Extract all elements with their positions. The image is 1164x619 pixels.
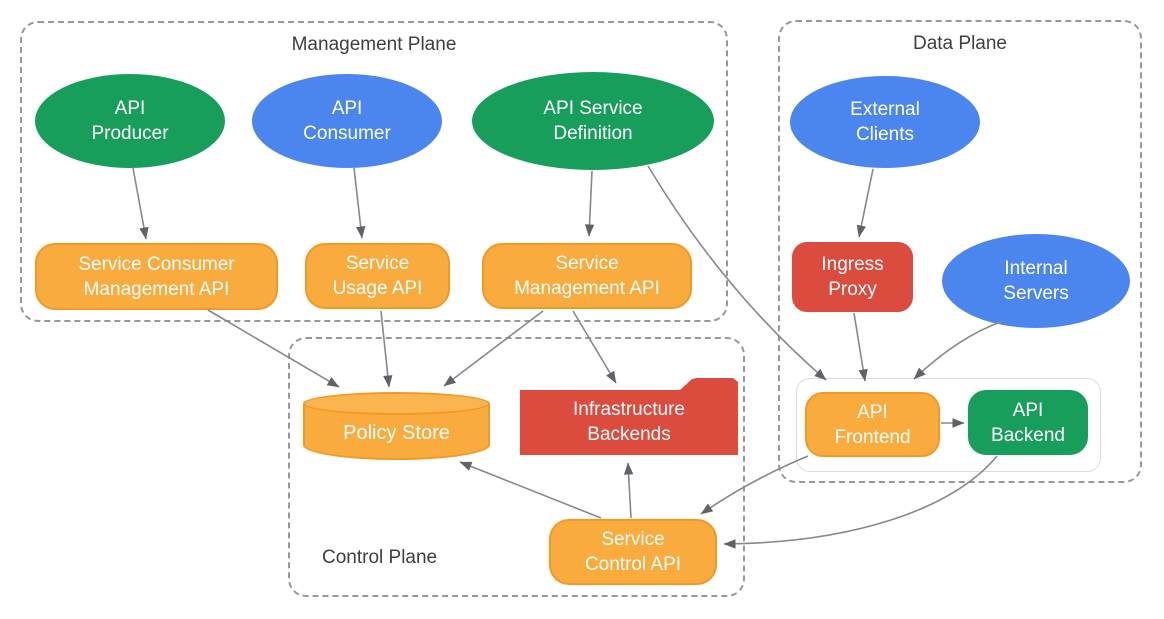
api-consumer-label: API Consumer [303, 98, 391, 144]
api-producer-node: API Producer [35, 74, 225, 168]
service-management-api-label: Service Management API [514, 253, 660, 299]
api-backend-node: API Backend [968, 390, 1088, 455]
api-backend-label: API Backend [991, 399, 1065, 446]
api-frontend-label: API Frontend [834, 401, 911, 448]
ingress-proxy-label: Ingress Proxy [821, 254, 884, 300]
api-service-definition-node: API Service Definition [472, 72, 714, 170]
policy-store-cylinder-top [303, 392, 490, 415]
management-plane-title: Management Plane [291, 34, 457, 55]
service-usage-api-node: Service Usage API [305, 243, 450, 309]
service-usage-api-label: Service Usage API [332, 253, 423, 299]
api-consumer-node: API Consumer [252, 74, 442, 168]
service-control-api-node: Service Control API [549, 519, 717, 585]
service-consumer-management-api-label: Service Consumer Management API [78, 253, 235, 300]
api-frontend-node: API Frontend [805, 392, 940, 457]
internal-servers-node: Internal Servers [942, 234, 1130, 328]
internal-servers-label: Internal Servers [1003, 258, 1069, 304]
ingress-proxy-node: Ingress Proxy [792, 242, 913, 312]
policy-store-label: Policy Store [343, 421, 450, 444]
infrastructure-backends-node: Infrastructure Backends [520, 378, 738, 455]
api-service-definition-label: API Service Definition [543, 98, 643, 144]
service-consumer-management-api-node: Service Consumer Management API [35, 243, 278, 310]
data-plane-title: Data Plane [912, 33, 1007, 54]
policy-store-node: Policy Store [303, 392, 490, 460]
external-clients-node: External Clients [790, 76, 980, 168]
control-plane-title: Control Plane [322, 547, 438, 568]
infrastructure-backends-label: Infrastructure Backends [573, 398, 685, 445]
external-clients-label: External Clients [850, 99, 920, 145]
service-control-api-label: Service Control API [584, 529, 682, 575]
service-management-api-node: Service Management API [482, 243, 692, 309]
api-producer-label: API Producer [91, 98, 169, 144]
